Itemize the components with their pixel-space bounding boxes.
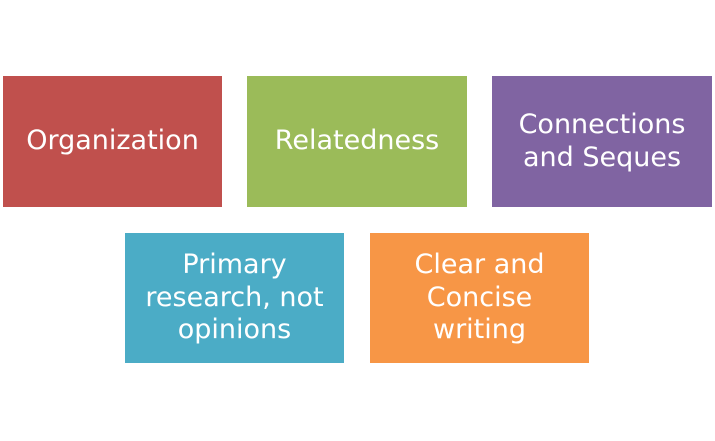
box-clear-and-concise-writing: Clear and Concise writing: [370, 233, 589, 363]
box-primary-research: Primary research, not opinions: [125, 233, 344, 363]
box-connections-and-seques: Connections and Seques: [492, 76, 712, 207]
box-relatedness: Relatedness: [247, 76, 467, 207]
box-label-clear-and-concise-writing: Clear and Concise writing: [414, 249, 545, 346]
box-label-primary-research: Primary research, not opinions: [145, 249, 324, 346]
box-label-organization: Organization: [26, 125, 199, 157]
box-label-connections-and-seques: Connections and Seques: [518, 109, 686, 173]
box-organization: Organization: [3, 76, 222, 207]
box-label-relatedness: Relatedness: [274, 125, 440, 157]
